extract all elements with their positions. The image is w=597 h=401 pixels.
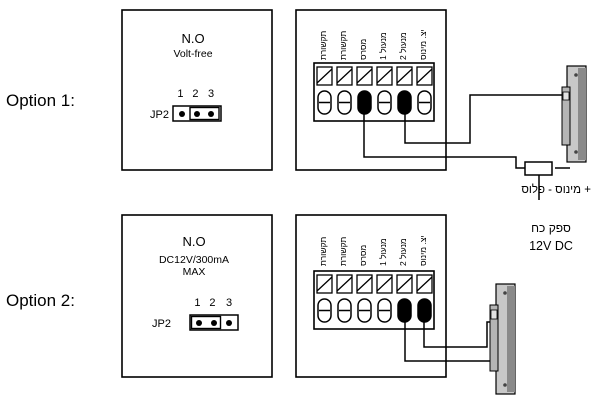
- option-2-terminal-labels: תקשורת תקשורת מסרס מנעול 1 מנעול 2 יצ. מ…: [318, 235, 428, 266]
- option-1-label: Option 1:: [6, 91, 75, 110]
- option-1-terminal-label: מנעול 2: [398, 32, 408, 60]
- option-2-jumper-cap: [190, 315, 222, 330]
- option-1-controller-panel: [295, 9, 447, 171]
- option-1-jumper-cap: [189, 106, 220, 121]
- option-1-terminal-label: מנעול 1: [378, 32, 388, 60]
- option-1-terminal-label: תקשורת: [318, 31, 328, 60]
- option-1-terminal-label: יצ. מינוס: [418, 29, 428, 60]
- option-2-jumper-header: [189, 314, 239, 331]
- power-supply-connector: [524, 161, 553, 176]
- option-1-terminal-block: [313, 62, 435, 122]
- option-2-terminal-block: [313, 270, 435, 330]
- option-1-pin-numbers: 1 2 3: [177, 88, 214, 100]
- option-1-jumper-panel: [121, 9, 273, 171]
- option-1-terminal-label: תקשורת: [338, 31, 348, 60]
- option-1-wiring: [363, 94, 570, 169]
- option-1-terminal-label: מסרס: [358, 39, 368, 60]
- option-2-terminal-label: מסרס: [358, 245, 368, 266]
- option-1-jumper-spec-line-1: Volt-free: [173, 48, 212, 60]
- option-1-electric-strike-lock: [561, 65, 587, 163]
- option-1-terminal-labels: תקשורת תקשורת מסרס מנעול 1 מנעול 2 יצ. מ…: [318, 29, 428, 60]
- option-2-terminal-label: תקשורת: [338, 237, 348, 266]
- option-1-jp2-label: JP2: [150, 109, 169, 121]
- option-2-terminal-label: מנעול 2: [398, 238, 408, 266]
- option-2-terminal-label: מנעול 1: [378, 238, 388, 266]
- power-supply-polarity-label: מינוס - פלוס +: [521, 183, 591, 196]
- option-2-jp2-label: JP2: [152, 318, 171, 330]
- option-2-label: Option 2:: [6, 291, 75, 310]
- option-2-jumper-title: N.O: [182, 234, 205, 249]
- power-supply-voltage: 12V DC: [529, 239, 573, 253]
- option-2-wiring: [404, 320, 493, 362]
- option-2-electric-strike-lock: [489, 283, 516, 395]
- power-supply-name: ספק כח: [531, 221, 571, 235]
- option-1-jumper-title: N.O: [181, 31, 204, 46]
- option-2-jumper-spec-line-2: MAX: [183, 266, 206, 278]
- option-2-jumper-panel: [121, 214, 273, 378]
- option-2-terminal-label: יצ. מינוס: [418, 235, 428, 266]
- option-2-pin-numbers: 1 2 3: [194, 297, 232, 309]
- option-1-jumper-header: [172, 105, 222, 122]
- option-2-terminal-label: תקשורת: [318, 237, 328, 266]
- option-2-controller-panel: [295, 214, 447, 378]
- option-2-jumper-spec-line-1: DC12V/300mA: [159, 254, 229, 266]
